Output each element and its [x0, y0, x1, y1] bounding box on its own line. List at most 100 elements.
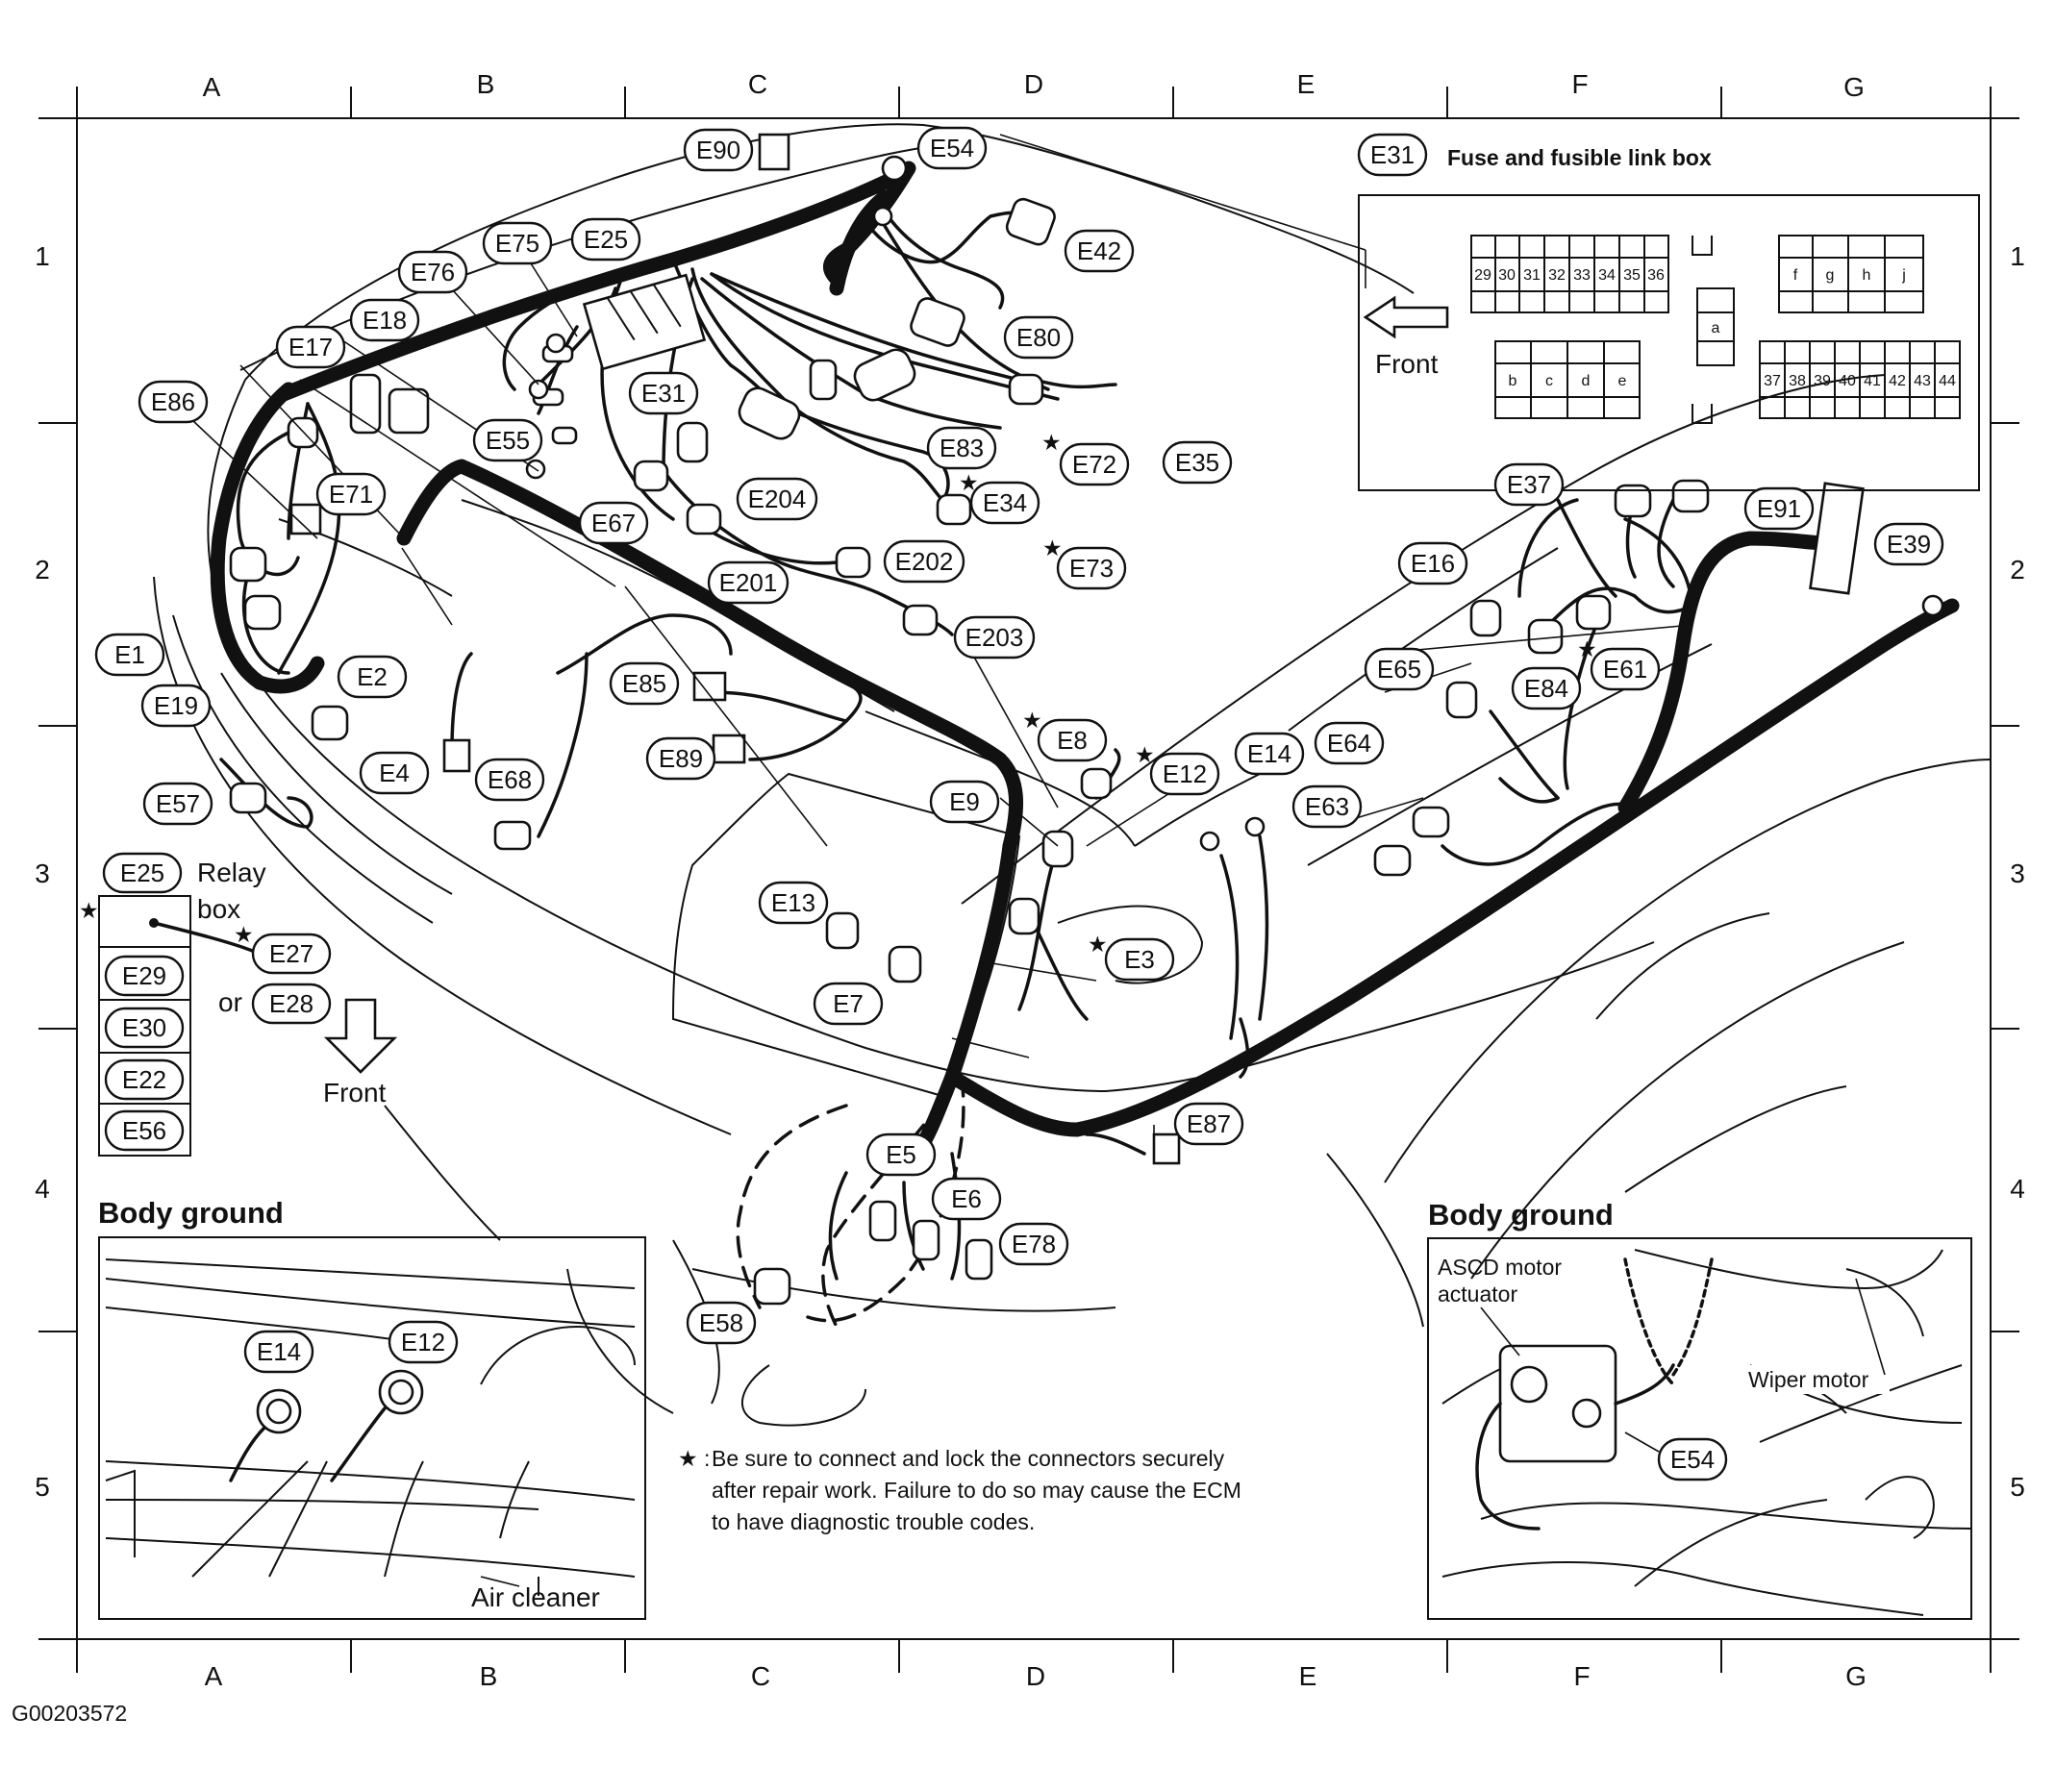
- col-label-d-bottom: D: [1026, 1661, 1045, 1691]
- callout-e91: E91: [1757, 494, 1801, 523]
- callout-e55: E55: [486, 426, 530, 455]
- star-e34: ★: [959, 470, 979, 495]
- row-label-3-right: 3: [2010, 859, 2025, 888]
- fuse-a: a: [1712, 320, 1720, 336]
- callout-e75: E75: [495, 229, 539, 258]
- callout-e31: E31: [641, 379, 686, 408]
- callout-e76: E76: [411, 258, 455, 286]
- fuse-c: c: [1545, 373, 1553, 389]
- note-line2: after repair work. Failure to do so may …: [712, 1478, 1241, 1503]
- connector-callouts: E90 E54 E42 E25 E75 E76 E18 E17 E80 E31 …: [94, 126, 1944, 1345]
- relay-box-front-arrow-icon: [323, 998, 398, 1074]
- fuse-h: h: [1863, 267, 1871, 284]
- body-ground-left-e12: E12: [401, 1328, 445, 1356]
- callout-e78: E78: [1012, 1230, 1056, 1258]
- callout-e16: E16: [1411, 549, 1455, 578]
- callout-e1: E1: [114, 640, 145, 669]
- relay-box-star-e27: ★: [234, 922, 254, 947]
- callout-e7: E7: [833, 989, 864, 1018]
- relay-box-or: or: [218, 987, 242, 1017]
- callout-e87: E87: [1187, 1109, 1231, 1138]
- fuse-33: 33: [1573, 267, 1591, 284]
- callout-e17: E17: [288, 333, 333, 361]
- branch-wires: [219, 210, 1694, 1281]
- body-ground-left-e14: E14: [257, 1337, 301, 1366]
- callout-e35: E35: [1175, 448, 1219, 477]
- row-label-4-left: 4: [35, 1174, 50, 1204]
- body-ground-right-title: Body ground: [1428, 1198, 1614, 1232]
- body-ground-left-panel: Body ground E14 E12 Air cleaner: [98, 1196, 646, 1620]
- figure-id: G00203572: [12, 1701, 127, 1726]
- relay-box-e56: E56: [122, 1116, 166, 1145]
- fuse-35: 35: [1623, 267, 1641, 284]
- fuse-39: 39: [1814, 373, 1831, 389]
- callout-e18: E18: [363, 306, 407, 335]
- callout-e61: E61: [1603, 655, 1647, 684]
- callout-e202: E202: [895, 547, 954, 576]
- relay-box-e29: E29: [122, 961, 166, 990]
- relay-box-panel: E25 Relay box ★ ★ E27 E29 or E28 E30 E22…: [79, 852, 398, 1157]
- callout-e5: E5: [886, 1140, 916, 1169]
- star-e72: ★: [1041, 430, 1062, 455]
- fuse-box-label-oval: [1357, 133, 1428, 177]
- body-ground-right-ascd-line1: ASCD motor: [1438, 1255, 1562, 1280]
- row-label-5-right: 5: [2010, 1472, 2025, 1502]
- relay-box-e30: E30: [122, 1013, 166, 1042]
- relay-box-e22: E22: [122, 1065, 166, 1094]
- grid-frame: [38, 87, 2019, 1673]
- relay-box-star-left: ★: [79, 898, 99, 923]
- callout-e34: E34: [983, 488, 1027, 517]
- star-e3: ★: [1088, 932, 1108, 957]
- star-e61: ★: [1577, 636, 1597, 661]
- col-label-e-bottom: E: [1299, 1661, 1317, 1691]
- star-e12: ★: [1135, 742, 1155, 767]
- fuse-g: g: [1826, 267, 1835, 284]
- fuse-32: 32: [1548, 267, 1566, 284]
- col-label-b-top: B: [477, 69, 495, 99]
- callout-e89: E89: [659, 744, 703, 773]
- callout-e65: E65: [1377, 655, 1421, 684]
- callout-e8: E8: [1057, 726, 1088, 755]
- callout-e58: E58: [699, 1308, 743, 1337]
- callout-e63: E63: [1305, 792, 1349, 821]
- fuse-box-label: E31: [1370, 140, 1415, 169]
- col-label-f-bottom: F: [1573, 1661, 1590, 1691]
- callout-e57: E57: [156, 789, 200, 818]
- col-label-c-bottom: C: [751, 1661, 770, 1691]
- row-label-4-right: 4: [2010, 1174, 2025, 1204]
- body-ground-left-air-cleaner: Air cleaner: [471, 1582, 600, 1612]
- callout-e71: E71: [329, 480, 373, 509]
- relay-box-e27: E27: [269, 939, 313, 968]
- fuse-d: d: [1582, 373, 1591, 389]
- callout-e203: E203: [965, 623, 1024, 652]
- fuse-box-front-label: Front: [1375, 349, 1439, 379]
- body-ground-right-e54: E54: [1670, 1445, 1715, 1474]
- row-label-2-left: 2: [35, 555, 50, 585]
- callout-e90: E90: [696, 136, 740, 164]
- relay-box-e28: E28: [269, 989, 313, 1018]
- relay-box-title-line1: Relay: [197, 858, 266, 887]
- fuse-38: 38: [1789, 373, 1806, 389]
- col-label-g-top: G: [1843, 72, 1865, 102]
- star-e73: ★: [1042, 535, 1063, 560]
- fuse-44: 44: [1939, 373, 1956, 389]
- callout-e86: E86: [151, 387, 195, 416]
- callout-e19: E19: [154, 691, 198, 720]
- row-label-5-left: 5: [35, 1472, 50, 1502]
- callout-e6: E6: [951, 1184, 982, 1213]
- callout-e4: E4: [379, 759, 410, 787]
- fuse-43: 43: [1914, 373, 1931, 389]
- callout-e73: E73: [1069, 554, 1114, 583]
- star-e8: ★: [1022, 708, 1042, 733]
- col-label-g-bottom: G: [1845, 1661, 1867, 1691]
- vehicle-body-outline: [153, 123, 1992, 1427]
- ascd-actuator-icon: [1498, 1344, 1617, 1463]
- fuse-box-outline: [1358, 194, 1980, 491]
- fuse-42: 42: [1889, 373, 1906, 389]
- callout-e64: E64: [1327, 729, 1371, 758]
- fuse-30: 30: [1498, 267, 1516, 284]
- row-label-2-right: 2: [2010, 555, 2025, 585]
- callout-e85: E85: [622, 669, 666, 698]
- relay-box-title-line2: box: [197, 894, 240, 924]
